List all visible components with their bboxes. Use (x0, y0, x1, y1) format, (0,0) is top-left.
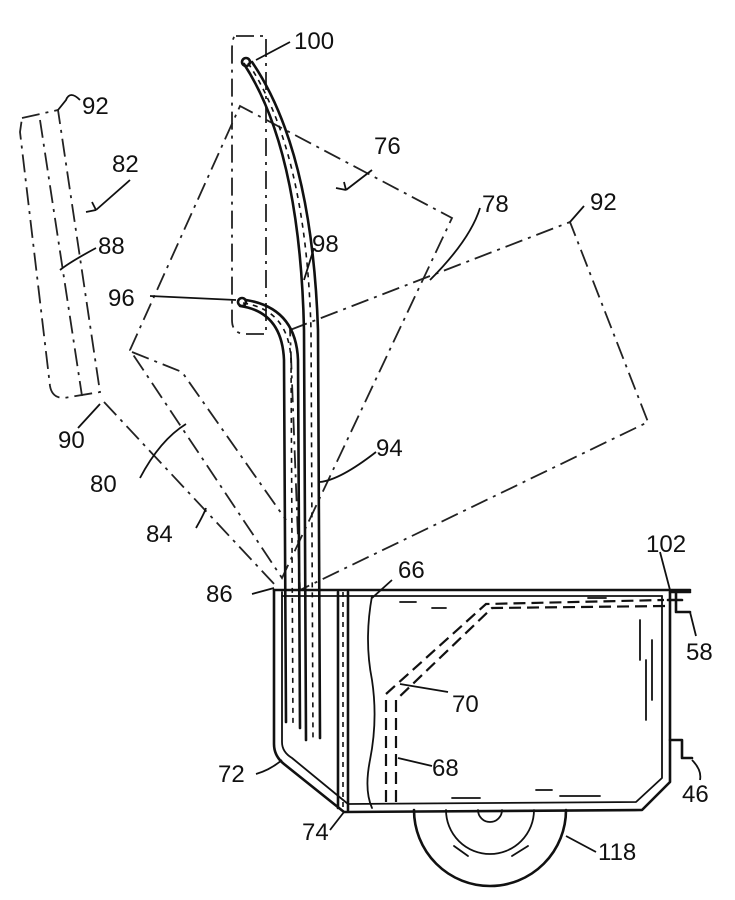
lid-78-outline (290, 222, 648, 590)
label-94: 94 (376, 435, 403, 462)
divider-66 (367, 596, 374, 808)
label-80: 80 (90, 471, 117, 498)
handle-100-pivot (242, 58, 250, 66)
handle-96-pivot (238, 298, 246, 306)
label-88: 88 (98, 233, 125, 260)
label-72: 72 (218, 761, 245, 788)
lid-80-outline (132, 352, 286, 520)
lid-84-line (104, 402, 276, 586)
label-96: 96 (108, 285, 135, 312)
label-74: 74 (302, 819, 329, 846)
phantom-lid-positions (20, 36, 648, 590)
wheel-rim (446, 810, 534, 854)
label-92-upper: 92 (82, 93, 109, 120)
label-58: 58 (686, 639, 713, 666)
wheel-118 (414, 810, 566, 886)
handle-94-left-edge (240, 306, 286, 722)
handle-assembly (238, 58, 348, 810)
bracket-46 (670, 740, 692, 758)
label-82: 82 (112, 151, 139, 178)
label-46: 46 (682, 781, 709, 808)
lid-76-outline (130, 106, 452, 578)
label-76: 76 (374, 133, 401, 160)
label-70: 70 (452, 691, 479, 718)
label-78: 78 (482, 191, 509, 218)
label-68: 68 (432, 755, 459, 782)
label-98: 98 (312, 231, 339, 258)
handle-phantom-outline (232, 36, 266, 334)
label-92-right: 92 (590, 189, 617, 216)
label-102: 102 (646, 531, 686, 558)
label-86: 86 (206, 581, 233, 608)
label-118: 118 (598, 839, 636, 866)
inner-container-68 (386, 600, 664, 802)
label-90: 90 (58, 427, 85, 454)
label-66: 66 (398, 557, 425, 584)
label-100: 100 (294, 28, 334, 55)
label-84: 84 (146, 521, 173, 548)
